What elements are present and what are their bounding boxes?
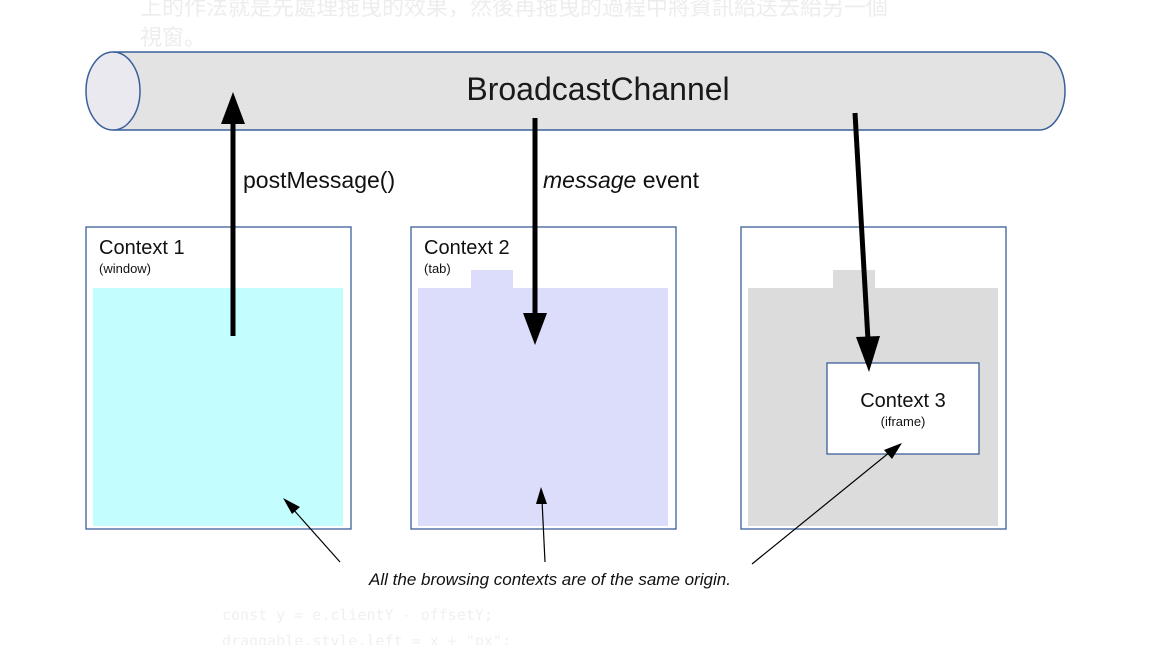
context-1-subtitle: (window) bbox=[99, 261, 151, 276]
context-2-tab bbox=[471, 270, 513, 290]
context-3-tab bbox=[833, 270, 875, 290]
context-1-box: Context 1 (window) bbox=[85, 226, 352, 530]
post-message-label: postMessage() bbox=[243, 167, 395, 193]
background-code: const y = e.clientY - offsetY; draggable… bbox=[222, 602, 511, 645]
context-2-subtitle: (tab) bbox=[424, 261, 451, 276]
background-paragraph: 上的作法就是先處理拖曳的效果，然後再拖曳的過程中將資訊給送去給另一個 視窗。 bbox=[140, 0, 1040, 54]
message-event-label-italic: message bbox=[543, 167, 636, 193]
broadcast-channel-tube: BroadcastChannel bbox=[85, 51, 1066, 131]
iframe-box bbox=[826, 362, 980, 455]
background-text-line-1: 上的作法就是先處理拖曳的效果，然後再拖曳的過程中將資訊給送去給另一個 bbox=[140, 0, 889, 21]
context-2-box: Context 2 (tab) bbox=[410, 226, 677, 530]
caption-pointer-2 bbox=[536, 487, 547, 563]
background-code-line-1: const y = e.clientY - offsetY; bbox=[222, 606, 493, 624]
caption-pointer-1 bbox=[283, 498, 341, 563]
channel-label: BroadcastChannel bbox=[466, 71, 729, 107]
same-origin-caption: All the browsing contexts are of the sam… bbox=[368, 570, 731, 589]
message-event-label-rest: event bbox=[636, 167, 699, 193]
context-3-title: Context 3 bbox=[860, 390, 946, 412]
post-message-arrow bbox=[221, 92, 245, 336]
context-3-subtitle: (iframe) bbox=[881, 414, 926, 429]
context-2-viewport bbox=[418, 288, 668, 526]
context-2-title: Context 2 bbox=[424, 237, 510, 259]
message-event-arrow bbox=[523, 118, 547, 345]
caption-pointer-3 bbox=[751, 443, 902, 565]
context-1-viewport bbox=[93, 288, 343, 526]
context-1-title: Context 1 bbox=[99, 237, 185, 259]
message-event-label: message event bbox=[543, 167, 700, 193]
context-3-box: Context 3 (iframe) bbox=[740, 226, 1007, 530]
background-text-line-2: 視窗。 bbox=[140, 26, 207, 51]
iframe-message-arrow bbox=[852, 112, 880, 372]
background-code-line-2: draggable.style.left = x + "px"; bbox=[222, 632, 511, 645]
